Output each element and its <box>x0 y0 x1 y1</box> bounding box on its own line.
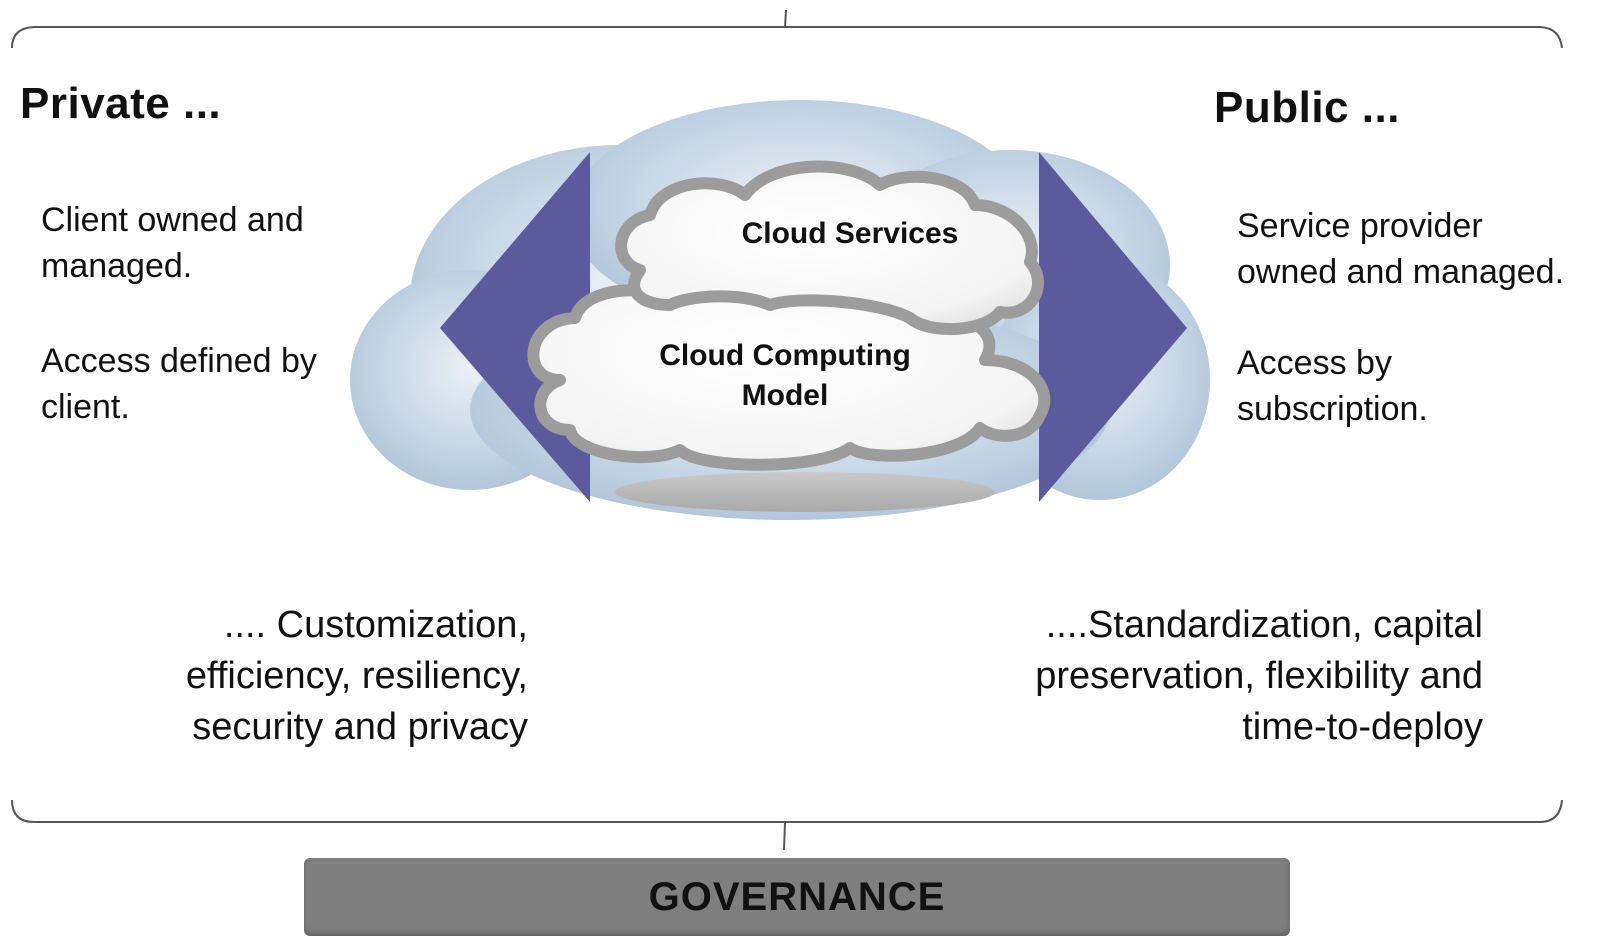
cloud-shadow <box>615 472 995 512</box>
private-benefits-line-2: efficiency, resiliency, <box>185 655 528 697</box>
cloud-services-cloud <box>615 160 1044 336</box>
private-benefits-line-1: .... Customization, <box>223 604 528 646</box>
public-ownership-text: Service provider owned and managed. <box>1237 203 1564 295</box>
private-benefits-text: .... Customization, efficiency, resilien… <box>186 600 528 753</box>
private-access-line-1: Access defined by <box>41 342 317 380</box>
private-ownership-line-1: Client owned and <box>41 201 304 239</box>
public-access-line-1: Access by <box>1237 344 1392 382</box>
public-heading: Public ... <box>1214 83 1400 132</box>
cloud-services-label: Cloud Services <box>741 217 959 250</box>
frame-bracket <box>11 9 1563 851</box>
governance-label: GOVERNANCE <box>648 874 946 919</box>
private-heading: Private ... <box>20 79 222 128</box>
public-ownership-line-1: Service provider <box>1237 207 1483 245</box>
right-arrow <box>1039 152 1187 502</box>
private-benefits-line-3: security and privacy <box>192 706 528 748</box>
cloud-model-line-2: Model <box>741 379 829 412</box>
public-benefits-line-1: ....Standardization, capital <box>1045 604 1483 646</box>
governance-bar: GOVERNANCE <box>304 858 1290 936</box>
public-access-text: Access by subscription. <box>1237 340 1428 432</box>
private-access-line-2: client. <box>41 388 130 426</box>
public-benefits-line-3: time-to-deploy <box>1242 706 1483 748</box>
private-ownership-text: Client owned and managed. <box>41 197 304 289</box>
public-access-line-2: subscription. <box>1237 390 1428 428</box>
cloud-model-line-1: Cloud Computing <box>659 339 911 372</box>
public-ownership-line-2: owned and managed. <box>1237 253 1565 291</box>
cloud-computing-model-label: Cloud Computing Model <box>620 336 950 416</box>
public-benefits-line-2: preservation, flexibility and <box>1035 655 1483 697</box>
private-ownership-line-2: managed. <box>41 247 193 285</box>
private-access-text: Access defined by client. <box>41 338 317 430</box>
public-benefits-text: ....Standardization, capital preservatio… <box>1035 600 1483 753</box>
